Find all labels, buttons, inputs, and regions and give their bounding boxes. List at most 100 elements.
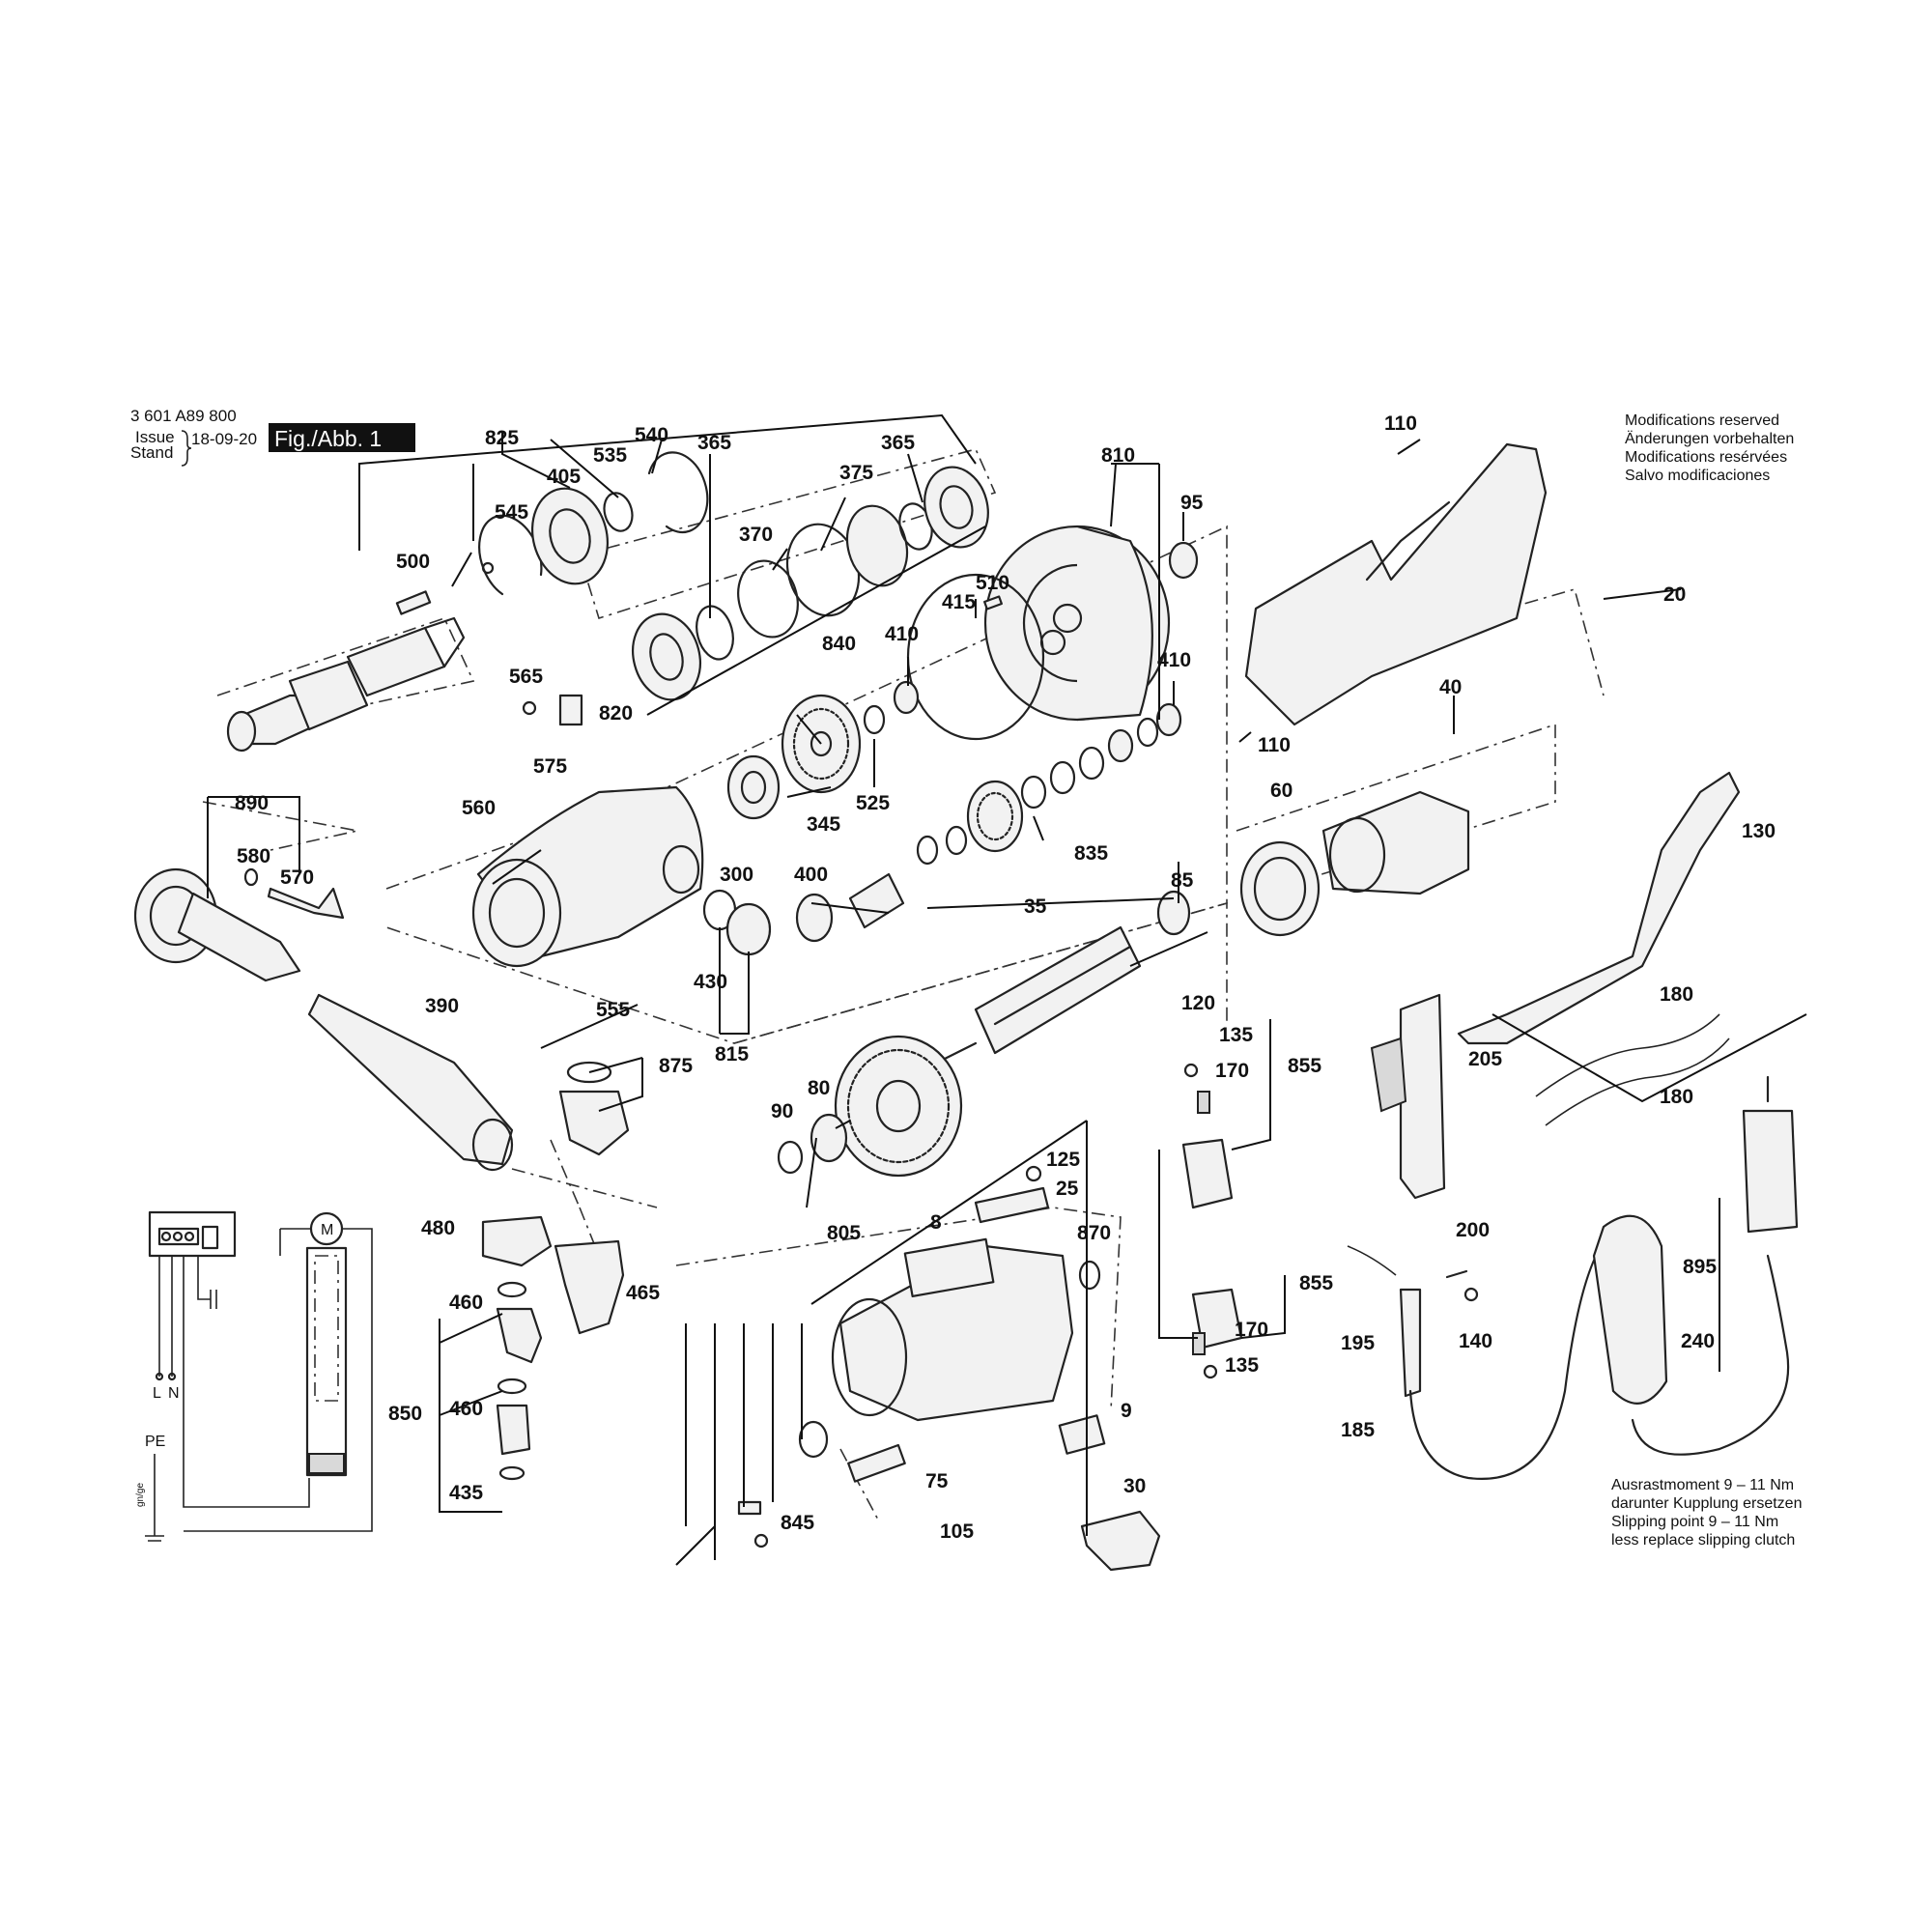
gearbox-flange <box>906 525 1199 741</box>
brush-170b <box>1192 1332 1206 1355</box>
motor-housing <box>675 1165 1161 1572</box>
flange-810-hub <box>1052 603 1083 634</box>
cable-clamp-30 <box>1080 1510 1161 1572</box>
leader-835 <box>1033 815 1044 841</box>
leader-875 <box>588 1057 643 1112</box>
callout-855b: 855 <box>1299 1272 1333 1294</box>
leader-35-400 <box>810 897 1175 914</box>
leader-825 <box>358 413 977 551</box>
aux-handle <box>133 867 514 1172</box>
outline-selector <box>550 1139 600 1257</box>
gear-80-teeth <box>846 1048 951 1164</box>
screw-140 <box>1463 1287 1479 1302</box>
spindle-collar <box>288 660 369 731</box>
leader-855a <box>1231 1019 1271 1151</box>
seal-365b-bore <box>939 485 974 529</box>
callout-840: 840 <box>822 633 856 655</box>
callout-460b: 460 <box>449 1398 483 1420</box>
callout-195: 195 <box>1341 1332 1375 1354</box>
figure-label-box <box>269 423 415 452</box>
switch-symbol <box>148 1210 237 1258</box>
callout-540: 540 <box>635 424 668 446</box>
spindle-end <box>423 616 466 668</box>
terminal-845 <box>737 1500 762 1516</box>
handle-390-end <box>471 1118 514 1172</box>
callout-240: 240 <box>1681 1330 1715 1352</box>
callout-140: 140 <box>1459 1330 1492 1352</box>
callout-845: 845 <box>781 1512 814 1534</box>
ground-symbol <box>145 1454 164 1542</box>
note-line-1: Modifications reserved <box>1625 412 1779 429</box>
cam-480 <box>481 1215 553 1267</box>
clutch-note-line-2: darunter Kupplung ersetzen <box>1611 1495 1802 1512</box>
terminal-block-symbol <box>157 1227 200 1246</box>
leader-805 <box>685 1323 803 1560</box>
gear-train <box>726 680 1182 943</box>
gear-345-bore <box>810 730 833 757</box>
brush-170a <box>1197 1091 1210 1114</box>
note-line-2: Änderungen vorbehalten <box>1625 430 1794 447</box>
callout-890: 890 <box>235 792 269 814</box>
gear-345-teeth <box>792 707 850 781</box>
washer-835c <box>1020 775 1047 810</box>
callout-345: 345 <box>807 813 840 836</box>
callout-815: 815 <box>715 1043 749 1065</box>
outline-armature <box>733 901 1228 1044</box>
callout-180b: 180 <box>1660 1086 1693 1108</box>
callout-850: 850 <box>388 1403 422 1425</box>
callout-135a: 135 <box>1219 1024 1253 1046</box>
washer-835g <box>1136 717 1159 748</box>
callout-80: 80 <box>808 1077 830 1099</box>
outline-field <box>1236 723 1556 890</box>
bearing-410a <box>893 680 920 715</box>
knob-815 <box>725 902 772 956</box>
oring-875 <box>566 1061 612 1084</box>
callout-870: 870 <box>1077 1222 1111 1244</box>
schematic-wires <box>158 1256 310 1508</box>
housing-805-opening <box>831 1297 908 1417</box>
key-500 <box>395 590 432 615</box>
callout-370: 370 <box>739 524 773 546</box>
brush-assemblies <box>1181 1063 1243 1379</box>
clutch-note-line-3: Slipping point 9 – 11 Nm <box>1611 1514 1778 1530</box>
ring-460b <box>497 1378 527 1395</box>
bearing-90 <box>810 1113 848 1163</box>
screw-110b <box>1397 439 1421 455</box>
pcb-240 <box>1592 1214 1668 1405</box>
outline-aux-handle <box>202 801 358 851</box>
cam-875 <box>558 1090 630 1156</box>
washer-525 <box>863 704 886 735</box>
pin-825 <box>451 552 472 587</box>
screw-135a <box>1183 1063 1199 1078</box>
switch-and-cables <box>1347 993 1799 1480</box>
clamp-890-arm <box>177 892 301 982</box>
callout-205: 205 <box>1468 1048 1502 1070</box>
handle-390 <box>307 993 514 1166</box>
bearing-410b <box>1155 702 1182 737</box>
terminal-l-label: L <box>153 1385 161 1402</box>
callout-525: 525 <box>856 792 890 814</box>
note-line-3: Modifications resérvées <box>1625 449 1787 466</box>
callout-135b: 135 <box>1225 1354 1259 1377</box>
callout-535: 535 <box>593 444 627 467</box>
assembly-outlines <box>202 448 1605 1522</box>
header-block: 3 601 A89 800 Issue Stand 18-09-20 Fig./… <box>130 407 415 467</box>
housing-300-bore <box>488 877 546 949</box>
screw-560 <box>492 849 542 885</box>
callout-465: 465 <box>626 1282 660 1304</box>
terminal-n-dot <box>167 1372 177 1381</box>
callout-120: 120 <box>1181 992 1215 1014</box>
terminal-pe-label: PE <box>145 1434 165 1450</box>
field-40 <box>1321 790 1470 895</box>
leader-motor-group <box>810 1120 1088 1536</box>
handle-half-130 <box>1457 771 1741 1045</box>
ring-90 <box>777 1140 804 1175</box>
leader-410-415 <box>907 599 977 686</box>
leader-top-group <box>501 432 923 618</box>
brush-holder-855a <box>1181 1138 1234 1209</box>
oring-805 <box>798 1420 829 1459</box>
handle-half-20-detail <box>1365 500 1451 582</box>
screw-555 <box>540 1004 639 1049</box>
callout-405: 405 <box>547 466 581 488</box>
screw-110 <box>1238 731 1252 743</box>
